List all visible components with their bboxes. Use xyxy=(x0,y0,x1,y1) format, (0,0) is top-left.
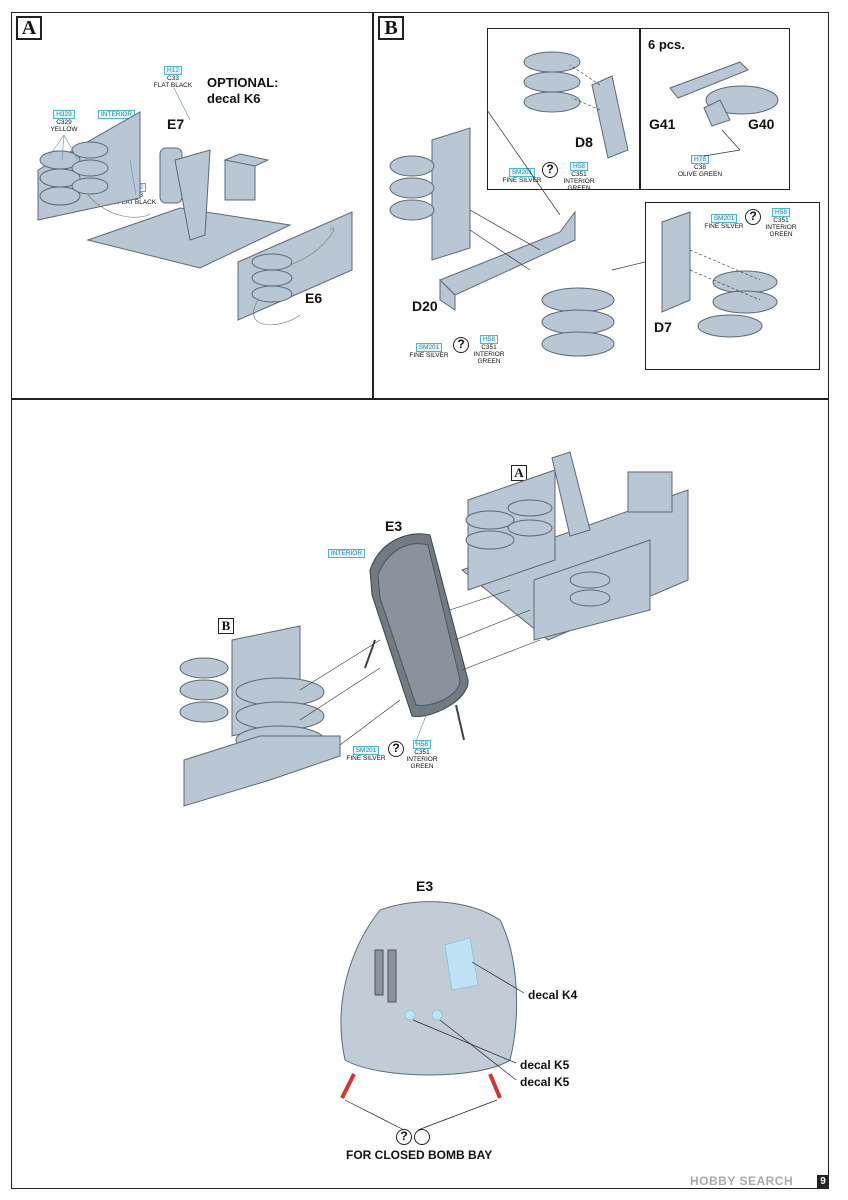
red-strut-left xyxy=(340,1073,356,1099)
b-bombs-bottom xyxy=(541,287,615,357)
main-question-icon: ? xyxy=(388,741,404,757)
step-a-marker: A xyxy=(16,16,42,40)
a-floor xyxy=(86,207,292,269)
question-icon-b3: ? xyxy=(453,337,469,353)
watermark: HOBBY SEARCH xyxy=(690,1174,794,1188)
paint-green-c: H58 C351 INTERIOR GREEN xyxy=(473,335,505,365)
b-inset-d7 xyxy=(661,211,778,338)
main-e3-bulkhead xyxy=(364,533,469,741)
question-icon-b1: ? xyxy=(542,162,558,178)
detail-e3-panel xyxy=(340,901,518,1099)
paint-silver-a: SM201 FINE SILVER xyxy=(502,168,542,184)
e7-bomb-rack xyxy=(37,111,141,221)
decal-k4-label: decal K4 xyxy=(528,988,578,1002)
closed-bomb-bay-note: FOR CLOSED BOMB BAY xyxy=(346,1148,493,1162)
main-ref-b: B xyxy=(218,618,234,634)
decal-k5-label-2: decal K5 xyxy=(520,1075,570,1089)
main-ref-a: A xyxy=(511,465,527,481)
decal-k5-a xyxy=(404,1009,416,1021)
red-strut-right xyxy=(488,1073,502,1099)
main-e3-label: E3 xyxy=(385,518,403,534)
part-d7-label: D7 xyxy=(654,319,672,335)
paint-interior-a: INTERIOR xyxy=(98,110,136,119)
b-rack-left xyxy=(389,127,471,261)
step-a-frame xyxy=(11,12,373,399)
b-inset-d8 xyxy=(523,51,629,159)
main-paint-interior: INTERIOR xyxy=(328,549,366,558)
e6-bomb-rack xyxy=(237,211,353,321)
a-seat xyxy=(159,147,270,241)
part-g40-label: G40 xyxy=(748,116,775,132)
page-number: 9 xyxy=(817,1175,829,1189)
part-d8-label: D8 xyxy=(575,134,593,150)
part-e7-label: E7 xyxy=(167,116,185,132)
step-b-frame xyxy=(373,12,829,399)
main-assembly-b xyxy=(179,625,341,807)
part-e6-label: E6 xyxy=(305,290,323,306)
part-d20-label: D20 xyxy=(412,298,438,314)
paint-flat-black-top: H12 C33 FLAT BLACK xyxy=(153,66,193,89)
detail-e3-label: E3 xyxy=(416,878,434,894)
paint-silver-c: SM201 FINE SILVER xyxy=(409,343,449,359)
main-assembly-a xyxy=(460,451,689,641)
inset-d8-frame xyxy=(487,28,640,190)
paint-olive-green: H78 C38 OLIVE GREEN xyxy=(677,155,723,178)
paint-green-b: H58 C351 INTERIOR GREEN xyxy=(765,208,797,238)
decal-k5-b xyxy=(431,1009,443,1021)
qty-note: 6 pcs. xyxy=(648,37,685,52)
paint-green-a: H58 C351 INTERIOR GREEN xyxy=(563,162,595,192)
main-paint-silver: SM201 FINE SILVER xyxy=(346,746,386,762)
inset-g40-frame xyxy=(640,28,790,190)
main-paint-green: H58 C351 INTERIOR GREEN xyxy=(406,740,438,770)
step-b-marker: B xyxy=(378,16,404,40)
main-frame xyxy=(11,399,829,1189)
paint-silver-b: SM201 FINE SILVER xyxy=(704,214,744,230)
decal-k5-label-1: decal K5 xyxy=(520,1058,570,1072)
b-inset-g40 xyxy=(669,61,779,127)
b-d20-frame xyxy=(439,210,576,311)
paint-yellow: H329 C329 YELLOW xyxy=(50,110,78,133)
question-icon-b2: ? xyxy=(745,209,761,225)
part-g41-label: G41 xyxy=(649,116,676,132)
detail-question-icon: ? xyxy=(396,1129,412,1145)
inset-d7-frame xyxy=(645,202,820,370)
decal-k4-area xyxy=(444,937,479,991)
slash-icon xyxy=(414,1129,430,1145)
optional-note: OPTIONAL: decal K6 xyxy=(207,75,279,106)
